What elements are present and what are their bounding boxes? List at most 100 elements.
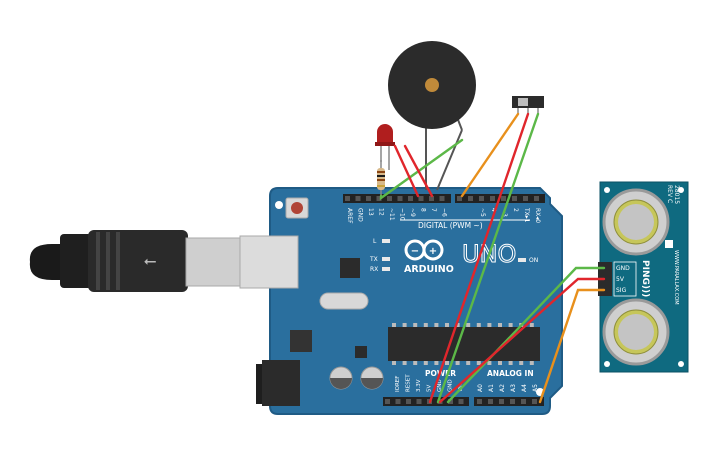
- sensor-url: WWW.PARALLAX.COM: [673, 250, 679, 305]
- header-socket[interactable]: [457, 196, 462, 201]
- header-socket[interactable]: [479, 196, 484, 201]
- slide-switch[interactable]: [512, 96, 544, 114]
- power-pin-label: RESET: [406, 374, 412, 392]
- led-tx-label: TX: [369, 256, 378, 263]
- header-socket[interactable]: [534, 196, 539, 201]
- chip-pin: [392, 323, 396, 327]
- header-socket[interactable]: [448, 399, 453, 404]
- header-socket[interactable]: [366, 196, 371, 201]
- chip-pin: [498, 323, 502, 327]
- header-socket[interactable]: [510, 399, 515, 404]
- wire-switch-pin7: [460, 112, 520, 198]
- chip-pin: [392, 361, 396, 365]
- chip-pin: [529, 323, 534, 327]
- chip-pin: [445, 361, 449, 365]
- header-socket[interactable]: [488, 399, 493, 404]
- digital-pin-label: ~5: [479, 208, 486, 217]
- analog-header: [474, 397, 544, 406]
- reset-button-cap[interactable]: [291, 202, 303, 214]
- sensor-part-no: 28015: [673, 185, 680, 204]
- sensor-rev: REV C: [666, 185, 673, 203]
- header-socket[interactable]: [395, 399, 401, 404]
- header-socket[interactable]: [416, 399, 422, 404]
- sensor-pin-sig: SIG: [616, 287, 627, 294]
- led-on-label: ON: [529, 257, 538, 264]
- chip-pin: [498, 361, 502, 365]
- wire-sensor-5v: [438, 277, 606, 404]
- board-brand: ARDUINO: [404, 264, 454, 275]
- digital-pin-label: 8: [420, 208, 427, 212]
- chip-pin: [434, 323, 439, 327]
- arduino-logo-icon: − +: [404, 239, 444, 261]
- usb-port: [239, 235, 299, 289]
- header-socket[interactable]: [439, 196, 445, 201]
- chip-pin: [508, 361, 513, 365]
- led-rx: [382, 267, 390, 271]
- header-socket[interactable]: [490, 196, 495, 201]
- led-rx-label: RX: [370, 266, 378, 273]
- header-socket[interactable]: [477, 399, 482, 404]
- header-socket[interactable]: [521, 399, 526, 404]
- piezo-buzzer[interactable]: [388, 41, 476, 191]
- power-pin-label: GND: [448, 379, 454, 392]
- analog-pin-label: A3: [510, 384, 517, 392]
- sensor-pin-gnd: GND: [616, 265, 630, 272]
- chip-pin: [413, 323, 418, 327]
- chip-pin: [413, 361, 418, 365]
- header-socket[interactable]: [387, 196, 392, 201]
- header-socket[interactable]: [468, 196, 473, 201]
- digital-pin-label: GND: [357, 208, 364, 222]
- analog-pin-label: A1: [488, 384, 495, 392]
- digital-pin-label: 7: [430, 208, 437, 212]
- header-socket[interactable]: [355, 196, 361, 201]
- header-socket[interactable]: [345, 196, 350, 201]
- digital-label: DIGITAL (PWM ~): [418, 221, 483, 230]
- chip-pin: [508, 323, 513, 327]
- header-socket[interactable]: [523, 196, 528, 201]
- crystal-oscillator: [319, 292, 369, 310]
- usb-symbol-icon: ⭠: [144, 251, 157, 270]
- chip-pin: [476, 323, 481, 327]
- power-header: [383, 397, 469, 406]
- analog-pin-label: A5: [532, 384, 539, 392]
- digital-pin-label: AREF: [346, 208, 353, 224]
- chip-pin: [466, 361, 471, 365]
- chip-pin: [455, 323, 460, 327]
- chip-pin: [529, 361, 534, 365]
- digital-pin-label: RX◂0: [534, 208, 541, 223]
- svg-text:−: −: [411, 246, 419, 257]
- digital-pin-label: 13: [367, 208, 374, 216]
- red-led[interactable]: [375, 124, 395, 170]
- wires: [379, 112, 606, 404]
- chip-pin: [402, 361, 407, 365]
- sensor-pin-5v: 5V: [616, 276, 625, 283]
- ultrasonic-sensor[interactable]: GND 5V SIG 28015 REV C WWW.PARALLAX.COM …: [598, 181, 689, 373]
- header-socket[interactable]: [385, 399, 390, 404]
- digital-pin-label: ~11: [388, 208, 395, 221]
- header-socket[interactable]: [532, 399, 537, 404]
- header-socket[interactable]: [458, 399, 464, 404]
- resistor[interactable]: [377, 160, 385, 196]
- analog-label: ANALOG IN: [487, 369, 534, 378]
- chip-pin: [423, 323, 428, 327]
- header-socket[interactable]: [499, 399, 504, 404]
- digital-pin-label: 12: [378, 208, 385, 216]
- header-socket[interactable]: [512, 196, 517, 201]
- digital-pin-label: 4: [490, 208, 497, 212]
- header-socket[interactable]: [501, 196, 506, 201]
- header-socket[interactable]: [406, 399, 411, 404]
- digital-pin-label: 2: [512, 208, 519, 212]
- chip-pin: [487, 361, 492, 365]
- header-socket[interactable]: [376, 196, 382, 201]
- switch-slider[interactable]: [518, 98, 528, 106]
- header-socket[interactable]: [418, 196, 424, 201]
- header-socket[interactable]: [408, 196, 413, 201]
- header-socket[interactable]: [429, 196, 434, 201]
- power-pin-label: GND: [437, 379, 443, 392]
- power-pin-label: 5V: [427, 385, 433, 392]
- header-socket[interactable]: [397, 196, 403, 201]
- wire-sensor-sig-a5: [538, 288, 606, 404]
- digital-pin-label: ~9: [409, 208, 416, 217]
